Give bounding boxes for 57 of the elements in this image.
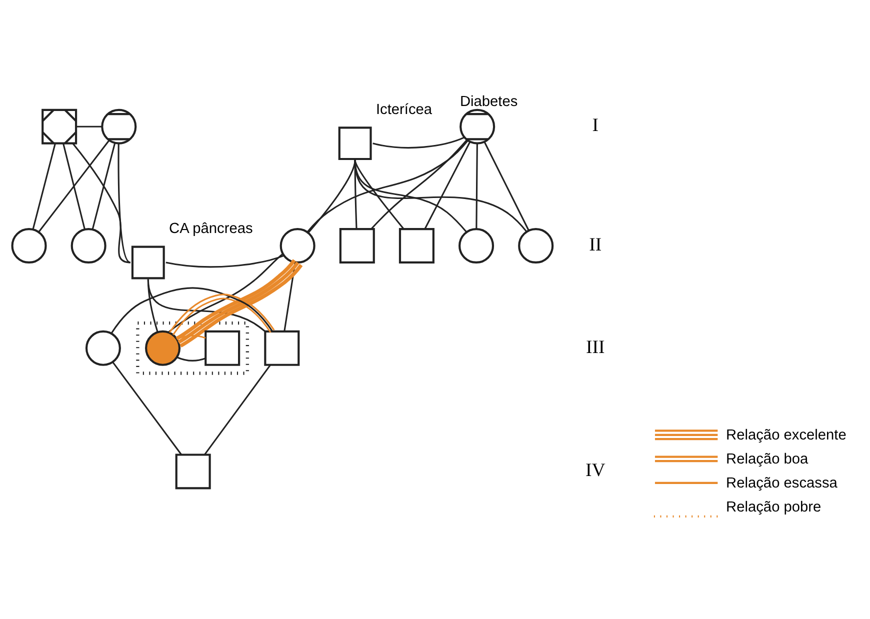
node-label: CA pâncreas bbox=[169, 220, 253, 237]
node-circle bbox=[145, 330, 181, 366]
connector bbox=[308, 160, 356, 234]
connector bbox=[147, 279, 266, 332]
connector bbox=[76, 126, 102, 128]
connector bbox=[424, 142, 471, 230]
connector bbox=[169, 294, 275, 336]
connector bbox=[354, 160, 404, 230]
connector bbox=[72, 142, 130, 264]
connector bbox=[32, 143, 56, 230]
connector bbox=[168, 253, 284, 333]
node-circle bbox=[101, 108, 137, 144]
node-circle bbox=[70, 228, 106, 264]
node-label: Icterícea bbox=[376, 102, 432, 118]
node-circle bbox=[280, 228, 316, 264]
connector bbox=[112, 362, 182, 455]
node-circle bbox=[458, 228, 494, 264]
cluster bbox=[136, 322, 249, 375]
connector bbox=[484, 142, 530, 231]
node-box bbox=[175, 454, 211, 490]
connector bbox=[176, 334, 206, 340]
connector bbox=[372, 136, 465, 149]
connector bbox=[176, 259, 303, 348]
connector bbox=[147, 279, 158, 332]
legend-label: Relação excelente bbox=[726, 427, 846, 444]
node-box bbox=[204, 330, 240, 366]
connector bbox=[110, 287, 274, 334]
connector bbox=[176, 356, 206, 362]
legend-label: Relação pobre bbox=[726, 499, 822, 516]
connector bbox=[284, 262, 296, 332]
connector bbox=[354, 160, 528, 232]
node-circle bbox=[11, 228, 47, 264]
connector bbox=[62, 143, 86, 230]
label: IV bbox=[585, 460, 606, 482]
node-label: Diabetes bbox=[460, 94, 518, 110]
node-circle bbox=[518, 228, 554, 264]
legend-label: Relação escassa bbox=[726, 475, 838, 492]
connector bbox=[370, 139, 468, 230]
node-circle bbox=[460, 108, 496, 144]
legend-label: Relação boa bbox=[726, 451, 808, 468]
node-box bbox=[338, 126, 372, 160]
node-circle bbox=[85, 330, 121, 366]
connector bbox=[354, 160, 468, 233]
label: III bbox=[586, 336, 605, 358]
connector bbox=[92, 142, 116, 230]
connector bbox=[38, 140, 110, 232]
label: II bbox=[589, 234, 602, 256]
connector bbox=[118, 143, 131, 264]
connector bbox=[306, 140, 468, 232]
node-box bbox=[339, 228, 375, 264]
connector bbox=[166, 254, 284, 268]
label: I bbox=[592, 115, 599, 136]
node-box bbox=[398, 228, 434, 264]
node-box bbox=[131, 246, 165, 280]
node-box bbox=[264, 330, 300, 366]
connector bbox=[476, 143, 478, 229]
connector bbox=[204, 364, 271, 456]
